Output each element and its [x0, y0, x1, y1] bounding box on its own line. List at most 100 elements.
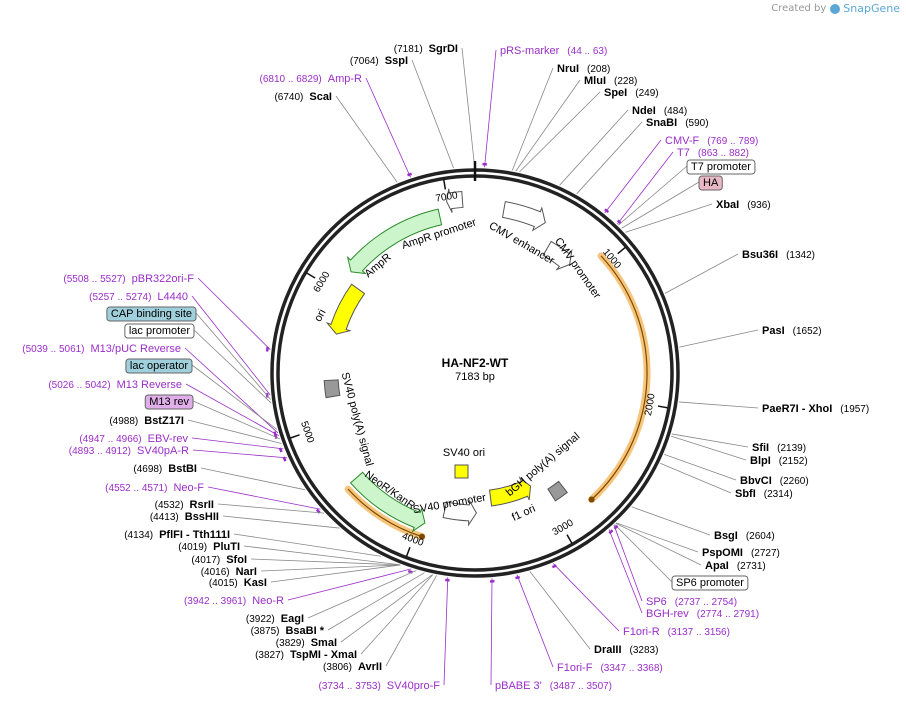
label-box [698, 175, 723, 191]
label-box [144, 394, 194, 410]
label-name: ApaI [705, 560, 729, 572]
label-name: PspOMI [702, 547, 743, 559]
map-label-site: PspOMI(2727) [702, 547, 780, 559]
map-label-site: SgrDI(7181) [394, 43, 458, 55]
label-name: F1ori-R [623, 626, 660, 638]
label-range: (5026 .. 5042) [48, 380, 110, 391]
map-label-site: SmaI (3829) [276, 637, 337, 649]
label-name: BsgI [714, 530, 738, 542]
map-label-feature: SP6 promoter [671, 575, 749, 591]
leader-line [552, 563, 620, 632]
leader-line [327, 572, 425, 631]
label-range: (4893 .. 4912) [69, 446, 131, 457]
leader-line [613, 524, 643, 602]
label-range: (1652) [793, 326, 822, 337]
map-label-primer: SP6(2737 .. 2754) [646, 596, 737, 608]
orf-arc-core [347, 488, 423, 538]
label-name: NdeI [632, 105, 656, 117]
plasmid-name: HA-NF2-WT [442, 356, 509, 370]
label-name: SfiI [752, 442, 769, 454]
label-box [106, 306, 197, 322]
label-box [671, 575, 749, 591]
label-name: lac promoter [129, 325, 190, 337]
label-name: EBV-rev [148, 433, 189, 445]
label-range: (6740) [274, 92, 303, 103]
leader-line [411, 59, 454, 169]
map-label-feature: CAP binding site [106, 306, 197, 322]
label-range: (249) [635, 88, 658, 99]
label-range: (3942 .. 3961) [184, 596, 246, 607]
leader-line [618, 165, 688, 226]
leader-line [185, 383, 279, 436]
map-label-primer: pBABE 3'(3487 .. 3507) [495, 680, 612, 692]
leader-line [621, 181, 700, 229]
map-label-primer: Amp-R(6810 .. 6829) [260, 73, 363, 85]
label-name: BssHII [185, 511, 219, 523]
label-range: (7064) [350, 56, 379, 67]
label-range: (2139) [777, 443, 806, 454]
feature-label: SV40 ori [443, 447, 485, 459]
label-range: (6810 .. 6829) [260, 74, 322, 85]
leader-line [191, 364, 278, 430]
label-range: (5039 .. 5061) [22, 344, 84, 355]
label-name: BsaBI * [285, 625, 324, 637]
map-label-site: MluI(228) [584, 75, 637, 87]
map-label-site: DraIII(3283) [594, 644, 658, 656]
label-box [686, 159, 756, 175]
primer-binding-mark [613, 524, 619, 530]
leader-line [270, 564, 401, 583]
leader-line [529, 571, 591, 650]
label-range: (4988) [109, 416, 138, 427]
label-range: (4532) [155, 500, 184, 511]
plasmid-backbone [270, 161, 680, 578]
leader-line [678, 401, 759, 409]
leader-line [385, 575, 437, 667]
map-label-primer: M13 Reverse(5026 .. 5042) [48, 379, 182, 391]
map-label-site: ApaI (2731) [705, 560, 766, 572]
leader-line [604, 139, 662, 214]
label-range: (3829) [276, 638, 305, 649]
tick-mark [289, 434, 300, 439]
feature-arrow [501, 201, 546, 232]
leader-line [187, 419, 282, 444]
map-label-primer: Neo-F(4552 .. 4571) [105, 482, 204, 494]
leader-line [490, 578, 493, 686]
label-range: (2314) [764, 489, 793, 500]
label-name: pBABE 3' [495, 680, 542, 692]
label-name: SbfI [735, 488, 756, 500]
label-name: SmaI [311, 637, 337, 649]
label-range: (208) [587, 64, 610, 75]
leader-line [287, 568, 412, 601]
leader-line [443, 577, 449, 686]
map-label-feature: lac promoter [124, 323, 195, 339]
leader-line [660, 462, 732, 494]
label-range: (590) [685, 118, 708, 129]
label-name: lac operator [130, 360, 188, 372]
map-label-primer: Neo-R(3942 .. 3961) [184, 595, 284, 607]
tick-label: 7000 [435, 190, 459, 204]
label-name: RsrII [190, 499, 214, 511]
label-name: PasI [762, 325, 785, 337]
primer-binding-mark [551, 564, 557, 569]
leader-line [670, 435, 747, 461]
label-range: (2152) [779, 456, 808, 467]
map-label-site: KasI(4015) [209, 577, 267, 589]
label-name: T7 [677, 147, 690, 159]
leader-line [608, 529, 643, 614]
primer-binding-mark [278, 447, 283, 453]
label-name: TspMI - XmaI [290, 649, 357, 661]
label-name: L4440 [157, 291, 188, 303]
label-range: (5257 .. 5274) [89, 292, 151, 303]
label-name: SnaBI [646, 117, 677, 129]
label-range: (2731) [737, 561, 766, 572]
feature-arrow [346, 208, 443, 275]
map-label-feature: HA [698, 175, 723, 191]
label-name: PaeR7I - XhoI [762, 403, 832, 415]
label-name: SP6 [646, 596, 667, 608]
orf-arc-core [591, 255, 648, 500]
leader-line [519, 91, 601, 173]
map-label-site: BsaBI *(3875) [251, 625, 325, 637]
label-name: SgrDI [429, 43, 458, 55]
map-label-primer: EBV-rev(4947 .. 4966) [79, 433, 188, 445]
